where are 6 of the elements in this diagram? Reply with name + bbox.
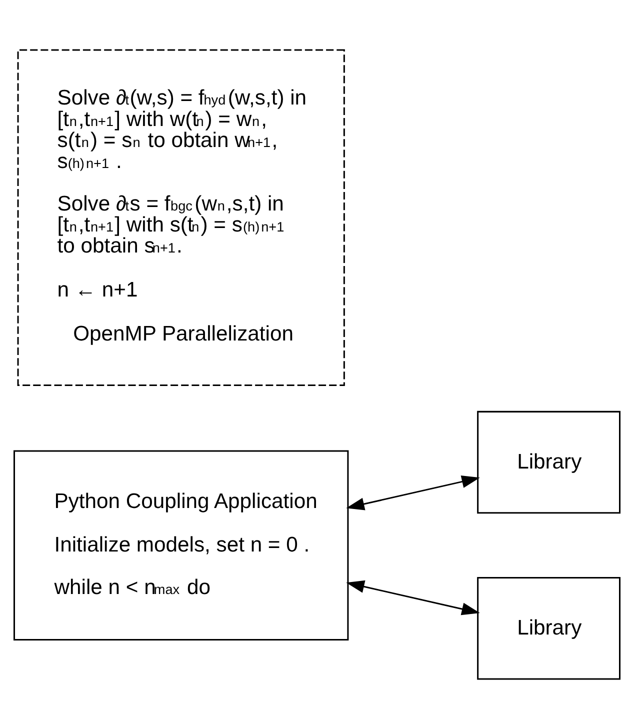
node-box: Library xyxy=(477,576,620,680)
node-box: Solve ∂t(w,s) = fhyd(w,s,t) in [tn,tn+1] with w(tn) = wn, s(tn) = sn to obtain wn+1, s(h)n+1 . Solve ∂ts = fbgc(wn,s,t) in [tn,tn+1] with s(tn) = s(h)n+1 to obtain sn+1. n ← n+1 OpenMP Parallelization xyxy=(17,48,345,386)
node-box: Python Coupling Application Initialize models, set n = 0 . while n < nmax do xyxy=(13,450,349,640)
arrow xyxy=(346,580,480,615)
arrow xyxy=(346,474,480,510)
node-box: Library xyxy=(477,410,620,514)
